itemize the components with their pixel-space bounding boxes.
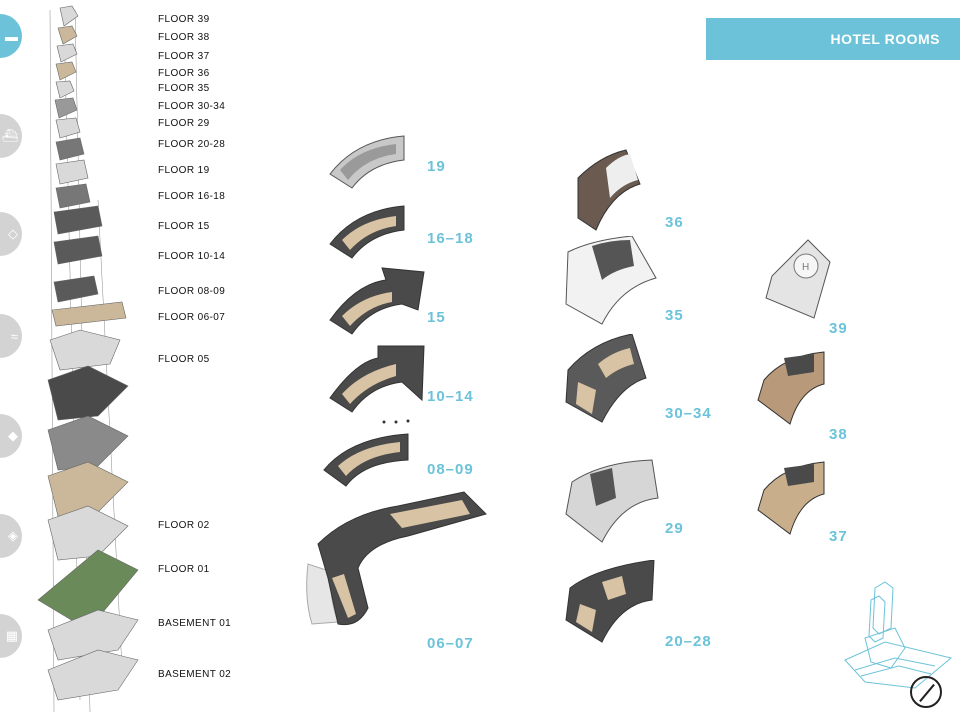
tower-wireframe-3d xyxy=(844,581,953,689)
floor-label-20-28: FLOOR 20-28 xyxy=(158,139,226,150)
floor-label-39: FLOOR 39 xyxy=(158,14,210,25)
plan-label-10-14: 10–14 xyxy=(427,388,474,405)
floor-plan-08-09 xyxy=(323,419,410,487)
floor-plan-35 xyxy=(565,236,657,325)
section-title: HOTEL ROOMS xyxy=(706,18,960,60)
floor-plan-10-14 xyxy=(329,345,425,413)
floor-label-01: FLOOR 01 xyxy=(158,564,210,575)
floor-plan-15 xyxy=(329,267,425,335)
floor-plan-06-07 xyxy=(306,491,487,626)
water-icon: ◈ xyxy=(8,528,18,543)
floor-plan-29 xyxy=(565,459,659,543)
floor-label-06-07: FLOOR 06-07 xyxy=(158,312,226,323)
plan-label-37: 37 xyxy=(829,528,848,545)
floor-label-19: FLOOR 19 xyxy=(158,165,210,176)
floor-label-35: FLOOR 35 xyxy=(158,83,210,94)
floor-plan-37 xyxy=(757,461,825,535)
svg-text:H: H xyxy=(802,262,809,273)
plan-label-20-28: 20–28 xyxy=(665,633,712,650)
plan-label-38: 38 xyxy=(829,426,848,443)
waves-icon: ≈ xyxy=(10,328,18,344)
floor-label-16-18: FLOOR 16-18 xyxy=(158,191,226,202)
plan-label-35: 35 xyxy=(665,307,684,324)
plan-label-29: 29 xyxy=(665,520,684,537)
floor-label-38: FLOOR 38 xyxy=(158,32,210,43)
map-icon: ◇ xyxy=(8,226,18,241)
north-arrow-icon xyxy=(910,676,942,708)
floor-plan-30-34 xyxy=(565,334,647,423)
floor-label-08-09: FLOOR 08-09 xyxy=(158,286,226,297)
floor-plan-19 xyxy=(329,135,405,189)
side-tab-water-drop[interactable]: ◆ xyxy=(0,414,22,458)
side-tab-hotel[interactable]: ▬ xyxy=(0,14,22,58)
floor-label-10-14: FLOOR 10-14 xyxy=(158,251,226,262)
plan-label-08-09: 08–09 xyxy=(427,461,474,478)
floor-label-36: FLOOR 36 xyxy=(158,68,210,79)
floor-plan-20-28 xyxy=(565,560,655,643)
hotel-icon: ▬ xyxy=(5,28,18,44)
side-tab-ship[interactable]: ⛴ xyxy=(0,114,22,158)
plan-label-06-07: 06–07 xyxy=(427,635,474,652)
floor-label-02: FLOOR 02 xyxy=(158,520,210,531)
plan-label-39: 39 xyxy=(829,320,848,337)
floor-label-37: FLOOR 37 xyxy=(158,51,210,62)
floor-label-29: FLOOR 29 xyxy=(158,118,210,129)
plan-label-19: 19 xyxy=(427,158,446,175)
plan-label-15: 15 xyxy=(427,309,446,326)
side-tab-building[interactable]: ▦ xyxy=(0,614,22,658)
building-icon: ▦ xyxy=(5,628,18,643)
plan-label-16-18: 16–18 xyxy=(427,230,474,247)
water-drop-icon: ◆ xyxy=(8,428,18,443)
floor-plan-38 xyxy=(757,351,825,425)
side-tab-water[interactable]: ◈ xyxy=(0,514,22,558)
side-tab-map[interactable]: ◇ xyxy=(0,212,22,256)
floor-label-basement-02: BASEMENT 02 xyxy=(158,669,232,680)
exploded-tower-diagram xyxy=(37,5,139,713)
floor-label-30-34: FLOOR 30-34 xyxy=(158,101,226,112)
floor-plan-39: H xyxy=(765,239,831,319)
floor-label-15: FLOOR 15 xyxy=(158,221,210,232)
ship-icon: ⛴ xyxy=(1,128,18,143)
floor-label-basement-01: BASEMENT 01 xyxy=(158,618,232,629)
plan-label-30-34: 30–34 xyxy=(665,405,712,422)
floor-label-05: FLOOR 05 xyxy=(158,354,210,365)
side-tab-waves[interactable]: ≈ xyxy=(0,314,22,358)
plan-label-36: 36 xyxy=(665,214,684,231)
floor-plan-16-18 xyxy=(329,205,405,259)
floor-plan-36 xyxy=(577,149,641,231)
